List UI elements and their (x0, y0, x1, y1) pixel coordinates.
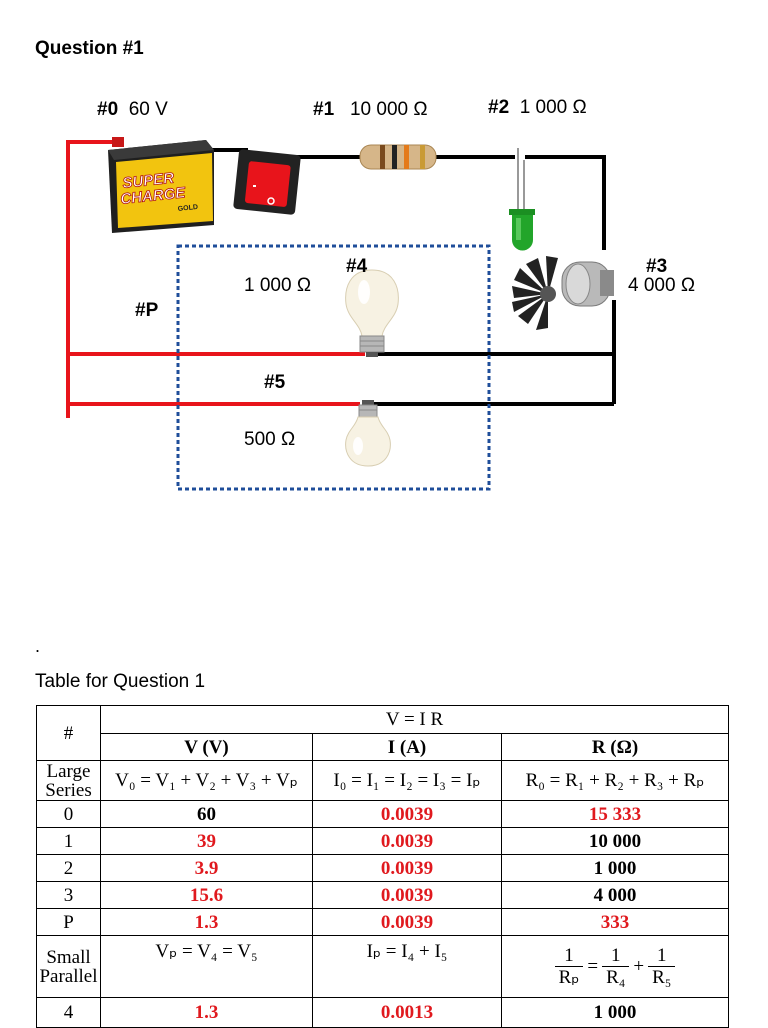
label-1: #1 10 000 Ω (313, 99, 428, 120)
table-row: 1 39 0.0039 10 000 (36, 827, 729, 855)
battery-icon: SUPER CHARGE GOLD (108, 137, 214, 233)
table-row: P 1.3 0.0039 333 (36, 908, 729, 936)
label-5-id: #5 (264, 372, 286, 393)
row-r: 333 (501, 908, 729, 936)
page-heading: Question #1 (35, 38, 144, 59)
table-row: 3 15.6 0.0039 4 000 (36, 881, 729, 909)
label-p: #P (135, 300, 159, 321)
col-header-v: V (V) (100, 733, 313, 761)
circuit-diagram: SUPER CHARGE GOLD (66, 137, 616, 491)
large-series-label: Large Series (36, 760, 101, 801)
row-r: 10 000 (501, 827, 729, 855)
stray-dot: . (35, 636, 41, 656)
row-i: 0.0039 (312, 881, 502, 909)
red-wire-main (66, 140, 118, 418)
switch-icon (233, 149, 301, 215)
bulb-5-icon (345, 400, 391, 467)
bulb-4-icon (345, 269, 399, 357)
row-id: P (36, 908, 101, 936)
resistor-icon (359, 144, 437, 170)
table-title: Table for Question 1 (35, 671, 206, 692)
row-v: 15.6 (100, 881, 313, 909)
row-i: 0.0013 (312, 997, 502, 1028)
large-series-eq-r: R₀ = R₁ + R₂ + R₃ + Rₚ (501, 760, 729, 801)
formula-header: V = I R (100, 705, 729, 734)
table-row: 0 60 0.0039 15 333 (36, 800, 729, 828)
label-4-value: 1 000 Ω (244, 275, 312, 296)
label-0: #0 60 V (97, 99, 168, 120)
col-header-i: I (A) (312, 733, 502, 761)
row-id: 2 (36, 854, 101, 882)
label-4-id: #4 (346, 256, 368, 277)
row-id: 4 (36, 997, 101, 1028)
label-5-value: 500 Ω (244, 429, 296, 450)
row-id: 3 (36, 881, 101, 909)
label-2: #2 1 000 Ω (488, 97, 587, 118)
col-header-r: R (Ω) (501, 733, 729, 761)
battery-tag: GOLD (177, 204, 198, 213)
row-i: 0.0039 (312, 854, 502, 882)
hash-header: # (36, 705, 101, 761)
large-series-eq-v: V₀ = V₁ + V₂ + V₃ + Vₚ (100, 760, 313, 801)
row-i: 0.0039 (312, 827, 502, 855)
row-id: 1 (36, 827, 101, 855)
large-series-eq-i: I₀ = I₁ = I₂ = I₃ = Iₚ (312, 760, 502, 801)
row-i: 0.0039 (312, 908, 502, 936)
table-row: 4 1.3 0.0013 1 000 (36, 997, 729, 1028)
motor-fan-icon (512, 256, 614, 330)
row-v: 1.3 (100, 997, 313, 1028)
table-row: 2 3.9 0.0039 1 000 (36, 854, 729, 882)
row-v: 1.3 (100, 908, 313, 936)
row-i: 0.0039 (312, 800, 502, 828)
label-3-id: #3 (646, 256, 668, 277)
row-v: 3.9 (100, 854, 313, 882)
question-table: # V = I R V (V) I (A) R (Ω) Large Series… (36, 705, 729, 1028)
led-icon (509, 148, 535, 251)
row-v: 39 (100, 827, 313, 855)
label-3-value: 4 000 Ω (628, 275, 696, 296)
row-r: 4 000 (501, 881, 729, 909)
positive-wires (66, 140, 365, 418)
small-parallel-eq-i: Iₚ = I₄ + I₅ (312, 935, 502, 998)
small-parallel-eq-v: Vₚ = V₄ = V₅ (100, 935, 313, 998)
small-parallel-label: Small Parallel (36, 935, 101, 998)
battery-brand-line1: SUPER (122, 170, 175, 192)
row-r: 1 000 (501, 997, 729, 1028)
row-r: 15 333 (501, 800, 729, 828)
row-r: 1 000 (501, 854, 729, 882)
row-v: 60 (100, 800, 313, 828)
parallel-group-box (176, 244, 491, 491)
row-id: 0 (36, 800, 101, 828)
wire-led-fan (525, 155, 606, 250)
